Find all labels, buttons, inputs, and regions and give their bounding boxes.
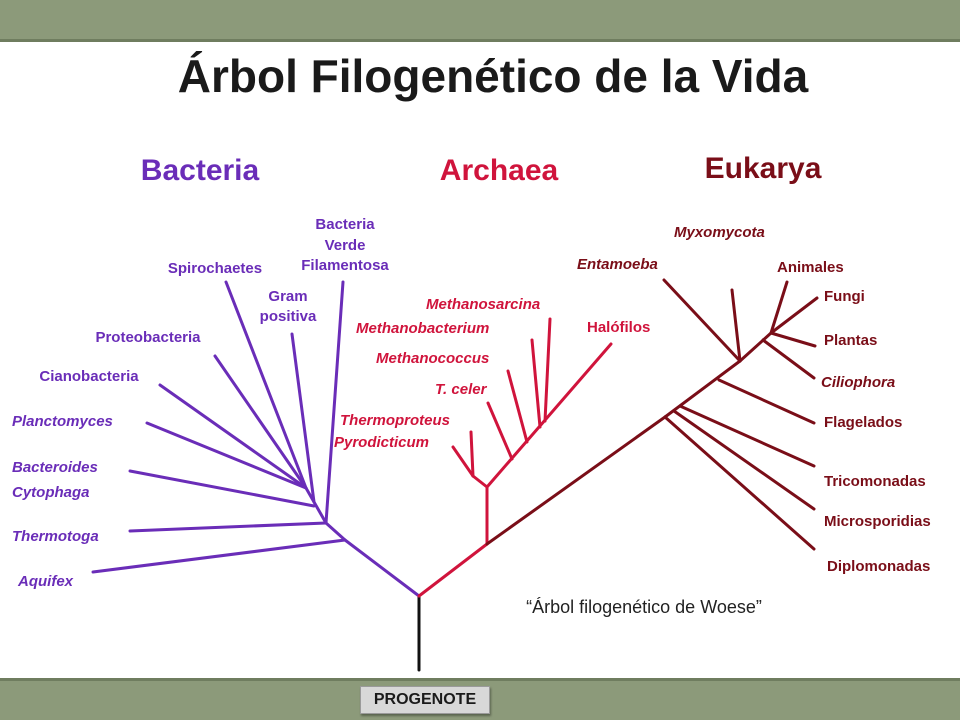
leaf-label-flagelados: Flagelados: [824, 414, 902, 431]
leaf-label-entamoeba: Entamoeba: [577, 256, 658, 273]
leaf-label-bacteria-verde-1: Bacteria: [315, 216, 375, 233]
domain-label-archaea: Archaea: [440, 154, 559, 187]
leaf-label-bacteroides: Bacteroides: [12, 459, 98, 476]
leaf-label-methanobacterium: Methanobacterium: [356, 320, 489, 337]
leaf-label-animales: Animales: [777, 259, 844, 276]
bacteria-branches: [91, 280, 421, 598]
domain-label-eukarya: Eukarya: [705, 152, 822, 185]
leaf-label-aquifex: Aquifex: [17, 573, 74, 590]
leaf-label-thermoproteus: Thermoproteus: [340, 412, 450, 429]
bacteria-labels: Bacteria Verde Filamentosa Spirochaetes …: [12, 216, 389, 590]
top-band: [0, 0, 960, 42]
progenote-label: PROGENOTE: [360, 686, 490, 714]
leaf-label-diplomonadas: Diplomonadas: [827, 558, 930, 575]
leaf-label-cytophaga: Cytophaga: [12, 484, 90, 501]
leaf-label-gram-1: Gram: [268, 288, 307, 305]
leaf-label-ciliophora: Ciliophora: [821, 374, 895, 391]
branch-bacteria-inner: [324, 521, 347, 542]
branch-aquifex: [91, 538, 347, 574]
leaf-label-myxomycota: Myxomycota: [674, 224, 765, 241]
branch-spirochaetes: [224, 280, 308, 490]
branch-thermotoga: [128, 521, 328, 533]
archaea-labels: Methanosarcina Methanobacterium Halófilo…: [334, 296, 650, 451]
branch-planctomyces: [145, 421, 308, 490]
leaf-label-plantas: Plantas: [824, 332, 877, 349]
branch-archaea-main: [417, 542, 489, 598]
branch-proteobacteria: [213, 354, 308, 490]
leaf-label-fungi: Fungi: [824, 288, 865, 305]
leaf-label-halofilos: Halófilos: [587, 319, 650, 336]
archaea-branches: [417, 317, 613, 598]
leaf-label-methanococcus: Methanococcus: [376, 350, 489, 367]
branch-gram-positiva: [290, 332, 316, 504]
branch-bacteria-verde: [324, 280, 345, 525]
branch-plantas: [769, 331, 817, 348]
page-title: Árbol Filogenético de la Vida: [178, 50, 809, 102]
leaf-label-planctomyces: Planctomyces: [12, 413, 113, 430]
leaf-label-bacteria-verde-3: Filamentosa: [301, 257, 389, 274]
branch-diplomonadas: [663, 415, 816, 551]
branch-flagelados: [717, 378, 816, 425]
leaf-label-proteobacteria: Proteobacteria: [95, 329, 201, 346]
branch-methanosarcina: [543, 317, 552, 423]
branch-bacteria-main: [343, 538, 421, 598]
leaf-label-pyrodicticum: Pyrodicticum: [334, 434, 429, 451]
branch-bacteroides: [128, 469, 316, 508]
branch-archaea-left: [471, 474, 489, 489]
branch-myxomycota: [730, 288, 742, 363]
leaf-label-thermotoga: Thermotoga: [12, 528, 99, 545]
branch-entamoeba: [662, 278, 742, 363]
leaf-label-tricomonadas: Tricomonadas: [824, 473, 926, 490]
branch-thermoproteus: [469, 430, 475, 478]
leaf-label-spirochaetes: Spirochaetes: [168, 260, 262, 277]
figure-caption: “Árbol filogenético de Woese”: [526, 597, 762, 617]
leaf-label-cianobacteria: Cianobacteria: [39, 368, 139, 385]
branch-archaea-right: [485, 342, 613, 489]
branch-ciliophora: [761, 338, 816, 380]
branch-cianobacteria: [158, 383, 308, 490]
branch-tricomonadas: [678, 404, 816, 468]
branch-crown: [738, 331, 773, 363]
leaf-label-t-celer: T. celer: [435, 381, 488, 398]
branch-microsporidias: [672, 409, 816, 511]
branch-methanococcus: [506, 369, 529, 444]
branch-bacteria-node: [304, 486, 328, 525]
branch-animales: [769, 280, 789, 335]
branch-methanobacterium: [530, 338, 542, 429]
branch-t-celer: [486, 401, 514, 461]
branch-fungi: [769, 296, 819, 335]
leaf-label-microsporidias: Microsporidias: [824, 513, 931, 530]
leaf-label-bacteria-verde-2: Verde: [325, 237, 366, 254]
leaf-label-gram-2: positiva: [260, 308, 317, 325]
domain-label-bacteria: Bacteria: [141, 154, 260, 187]
leaf-label-methanosarcina: Methanosarcina: [426, 296, 540, 313]
eukarya-labels: Myxomycota Entamoeba Animales Fungi Plan…: [577, 224, 931, 575]
eukarya-branches: [485, 278, 819, 551]
branch-eukarya-main: [485, 415, 667, 546]
branch-pyrodicticum: [451, 445, 475, 478]
branch-eukarya-upper: [663, 359, 742, 419]
